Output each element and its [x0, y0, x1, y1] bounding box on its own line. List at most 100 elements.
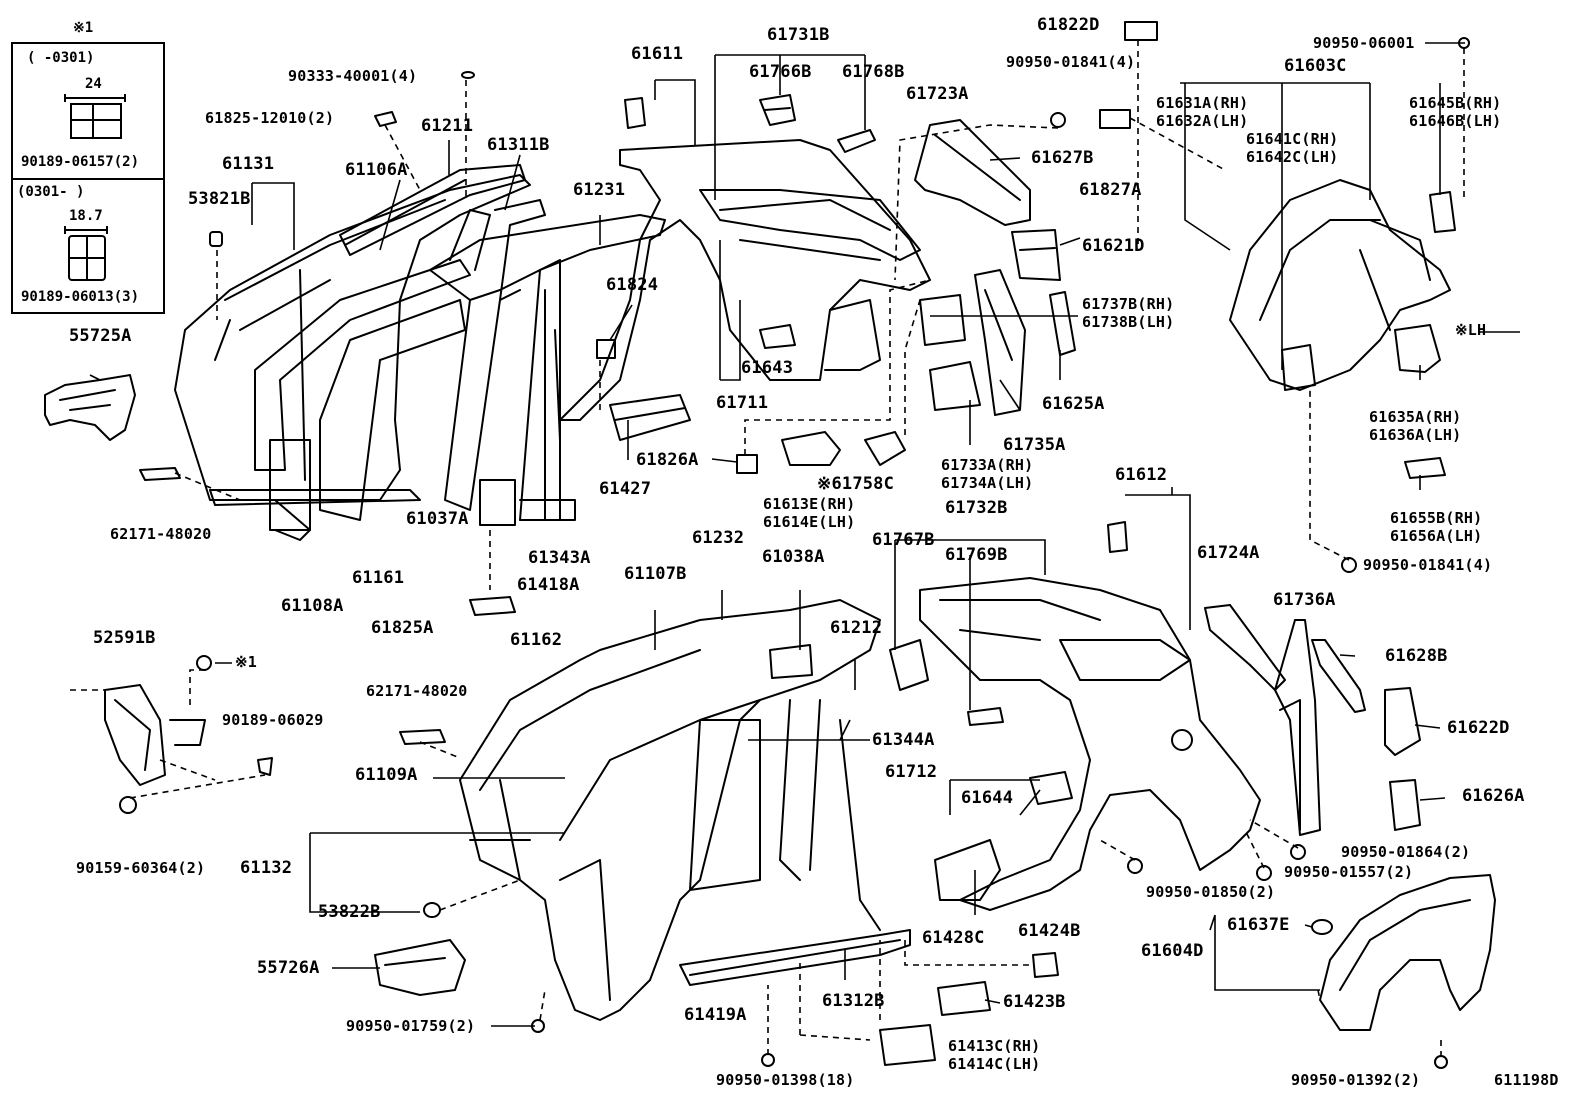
- label-61423B: 61423B: [1003, 992, 1066, 1012]
- label-star-lh: ※LH: [1455, 321, 1487, 339]
- label-61621D: 61621D: [1082, 236, 1145, 256]
- label-61106A: 61106A: [345, 160, 408, 180]
- block-61826A: [736, 454, 758, 474]
- rocker-61419A: [679, 929, 911, 986]
- label-90333-40001: 90333-40001(4): [288, 67, 418, 85]
- bracket-61635A: [1394, 324, 1441, 373]
- clip-53821B: [209, 231, 223, 247]
- bracket-61768B: [837, 129, 876, 153]
- label-61632A: 61632A(LH): [1156, 112, 1249, 130]
- label-61644: 61644: [961, 788, 1014, 808]
- label-61625A: 61625A: [1042, 394, 1105, 414]
- label-61232: 61232: [692, 528, 745, 548]
- filler-61766B: [759, 94, 796, 126]
- block-61423B: [937, 981, 991, 1016]
- label-90950-06001: 90950-06001: [1313, 34, 1415, 52]
- inset-bottom-clip: [64, 226, 108, 281]
- label-55725A: 55725A: [69, 326, 132, 346]
- center-pillar-upper: [429, 214, 666, 526]
- label-53822B: 53822B: [318, 902, 381, 922]
- bracket-52591B: [104, 684, 206, 786]
- label-90950-01864: 90950-01864(2): [1341, 843, 1471, 861]
- extension-61428C: [934, 839, 1001, 901]
- label-61631A: 61631A(RH): [1156, 94, 1249, 112]
- clip-90189-06029: [257, 757, 273, 776]
- label-61643: 61643: [741, 358, 794, 378]
- rail-61628B: [1311, 639, 1366, 713]
- block-61824: [596, 339, 616, 359]
- label-61766B: 61766B: [749, 62, 812, 82]
- pad-61822D: [1124, 21, 1158, 41]
- label-61427: 61427: [599, 479, 652, 499]
- label-61711: 61711: [716, 393, 769, 413]
- label-61418A: 61418A: [517, 575, 580, 595]
- quarter-outer-panel-lower: [919, 577, 1261, 911]
- label-61212: 61212: [830, 618, 883, 638]
- part-61611: [624, 97, 646, 129]
- label-61768B: 61768B: [842, 62, 905, 82]
- label-61109A: 61109A: [355, 765, 418, 785]
- label-61655B: 61655B(RH): [1390, 509, 1483, 527]
- inset-top-part: 90189-06157(2): [21, 154, 140, 170]
- label-61611: 61611: [631, 44, 684, 64]
- label-61738B: 61738B(LH): [1082, 313, 1175, 331]
- label-53821B: 53821B: [188, 189, 251, 209]
- label-61344A: 61344A: [872, 730, 935, 750]
- label-61311B: 61311B: [487, 135, 550, 155]
- label-90950-01557: 90950-01557(2): [1284, 863, 1414, 881]
- label-61612: 61612: [1115, 465, 1168, 485]
- bracket-61613E: [781, 431, 841, 466]
- label-61825A: 61825A: [371, 618, 434, 638]
- label-61037A: 61037A: [406, 509, 469, 529]
- panel-61621D: [1011, 229, 1061, 281]
- clip-90159: [119, 796, 137, 814]
- label-61108A: 61108A: [281, 596, 344, 616]
- label-61414C: 61414C(LH): [948, 1055, 1041, 1073]
- panel-61622D: [1384, 687, 1421, 756]
- label-61622D: 61622D: [1447, 718, 1510, 738]
- label-52591B: 52591B: [93, 628, 156, 648]
- bracket-55725A: [44, 374, 136, 441]
- inset-mark: ※1: [73, 20, 94, 36]
- part-61643: [759, 324, 796, 349]
- part-61769B: [967, 707, 1004, 726]
- quarter-outer-panel-upper: [559, 139, 931, 421]
- inset-top-dim: 24: [85, 76, 102, 92]
- label-90950-01841-upper: 90950-01841(4): [1006, 53, 1136, 71]
- bracket-55726A: [374, 939, 466, 996]
- inset-box: ※1 ( -0301) 24 90189-06157(2) (0301- ) 1…: [11, 20, 165, 314]
- label-61161: 61161: [352, 568, 405, 588]
- block-61413C: [879, 1024, 936, 1066]
- bracket-61655B: [1404, 457, 1446, 479]
- label-61038A: 61038A: [762, 547, 825, 567]
- label-61132: 61132: [240, 858, 293, 878]
- pad-61424B: [1032, 952, 1059, 978]
- label-61413C: 61413C(RH): [948, 1037, 1041, 1055]
- bracket-61758C: [864, 431, 906, 466]
- side-outer-panel-front: [174, 174, 531, 541]
- bracket-61767B: [889, 639, 929, 691]
- part-61612: [1107, 521, 1128, 553]
- inset-top-clip: [64, 94, 126, 139]
- label-62171-48020-upper: 62171-48020: [110, 525, 212, 543]
- label-55726A: 55726A: [257, 958, 320, 978]
- label-61107B: 61107B: [624, 564, 687, 584]
- label-star-1: ※1: [235, 653, 257, 671]
- label-61712: 61712: [885, 762, 938, 782]
- bracket-61641C: [1281, 344, 1316, 391]
- label-61343A: 61343A: [528, 548, 591, 568]
- label-61733A: 61733A(RH): [941, 456, 1034, 474]
- label-61231: 61231: [573, 180, 626, 200]
- label-61428C: 61428C: [922, 928, 985, 948]
- label-90189-06029: 90189-06029: [222, 711, 324, 729]
- strip-62171-lower: [399, 729, 446, 745]
- label-61627B: 61627B: [1031, 148, 1094, 168]
- label-61211: 61211: [421, 116, 474, 136]
- label-61724A: 61724A: [1197, 543, 1260, 563]
- label-90950-01850: 90950-01850(2): [1146, 883, 1276, 901]
- label-61419A: 61419A: [684, 1005, 747, 1025]
- label-90159-60364: 90159-60364(2): [76, 859, 206, 877]
- label-61732B: 61732B: [945, 498, 1008, 518]
